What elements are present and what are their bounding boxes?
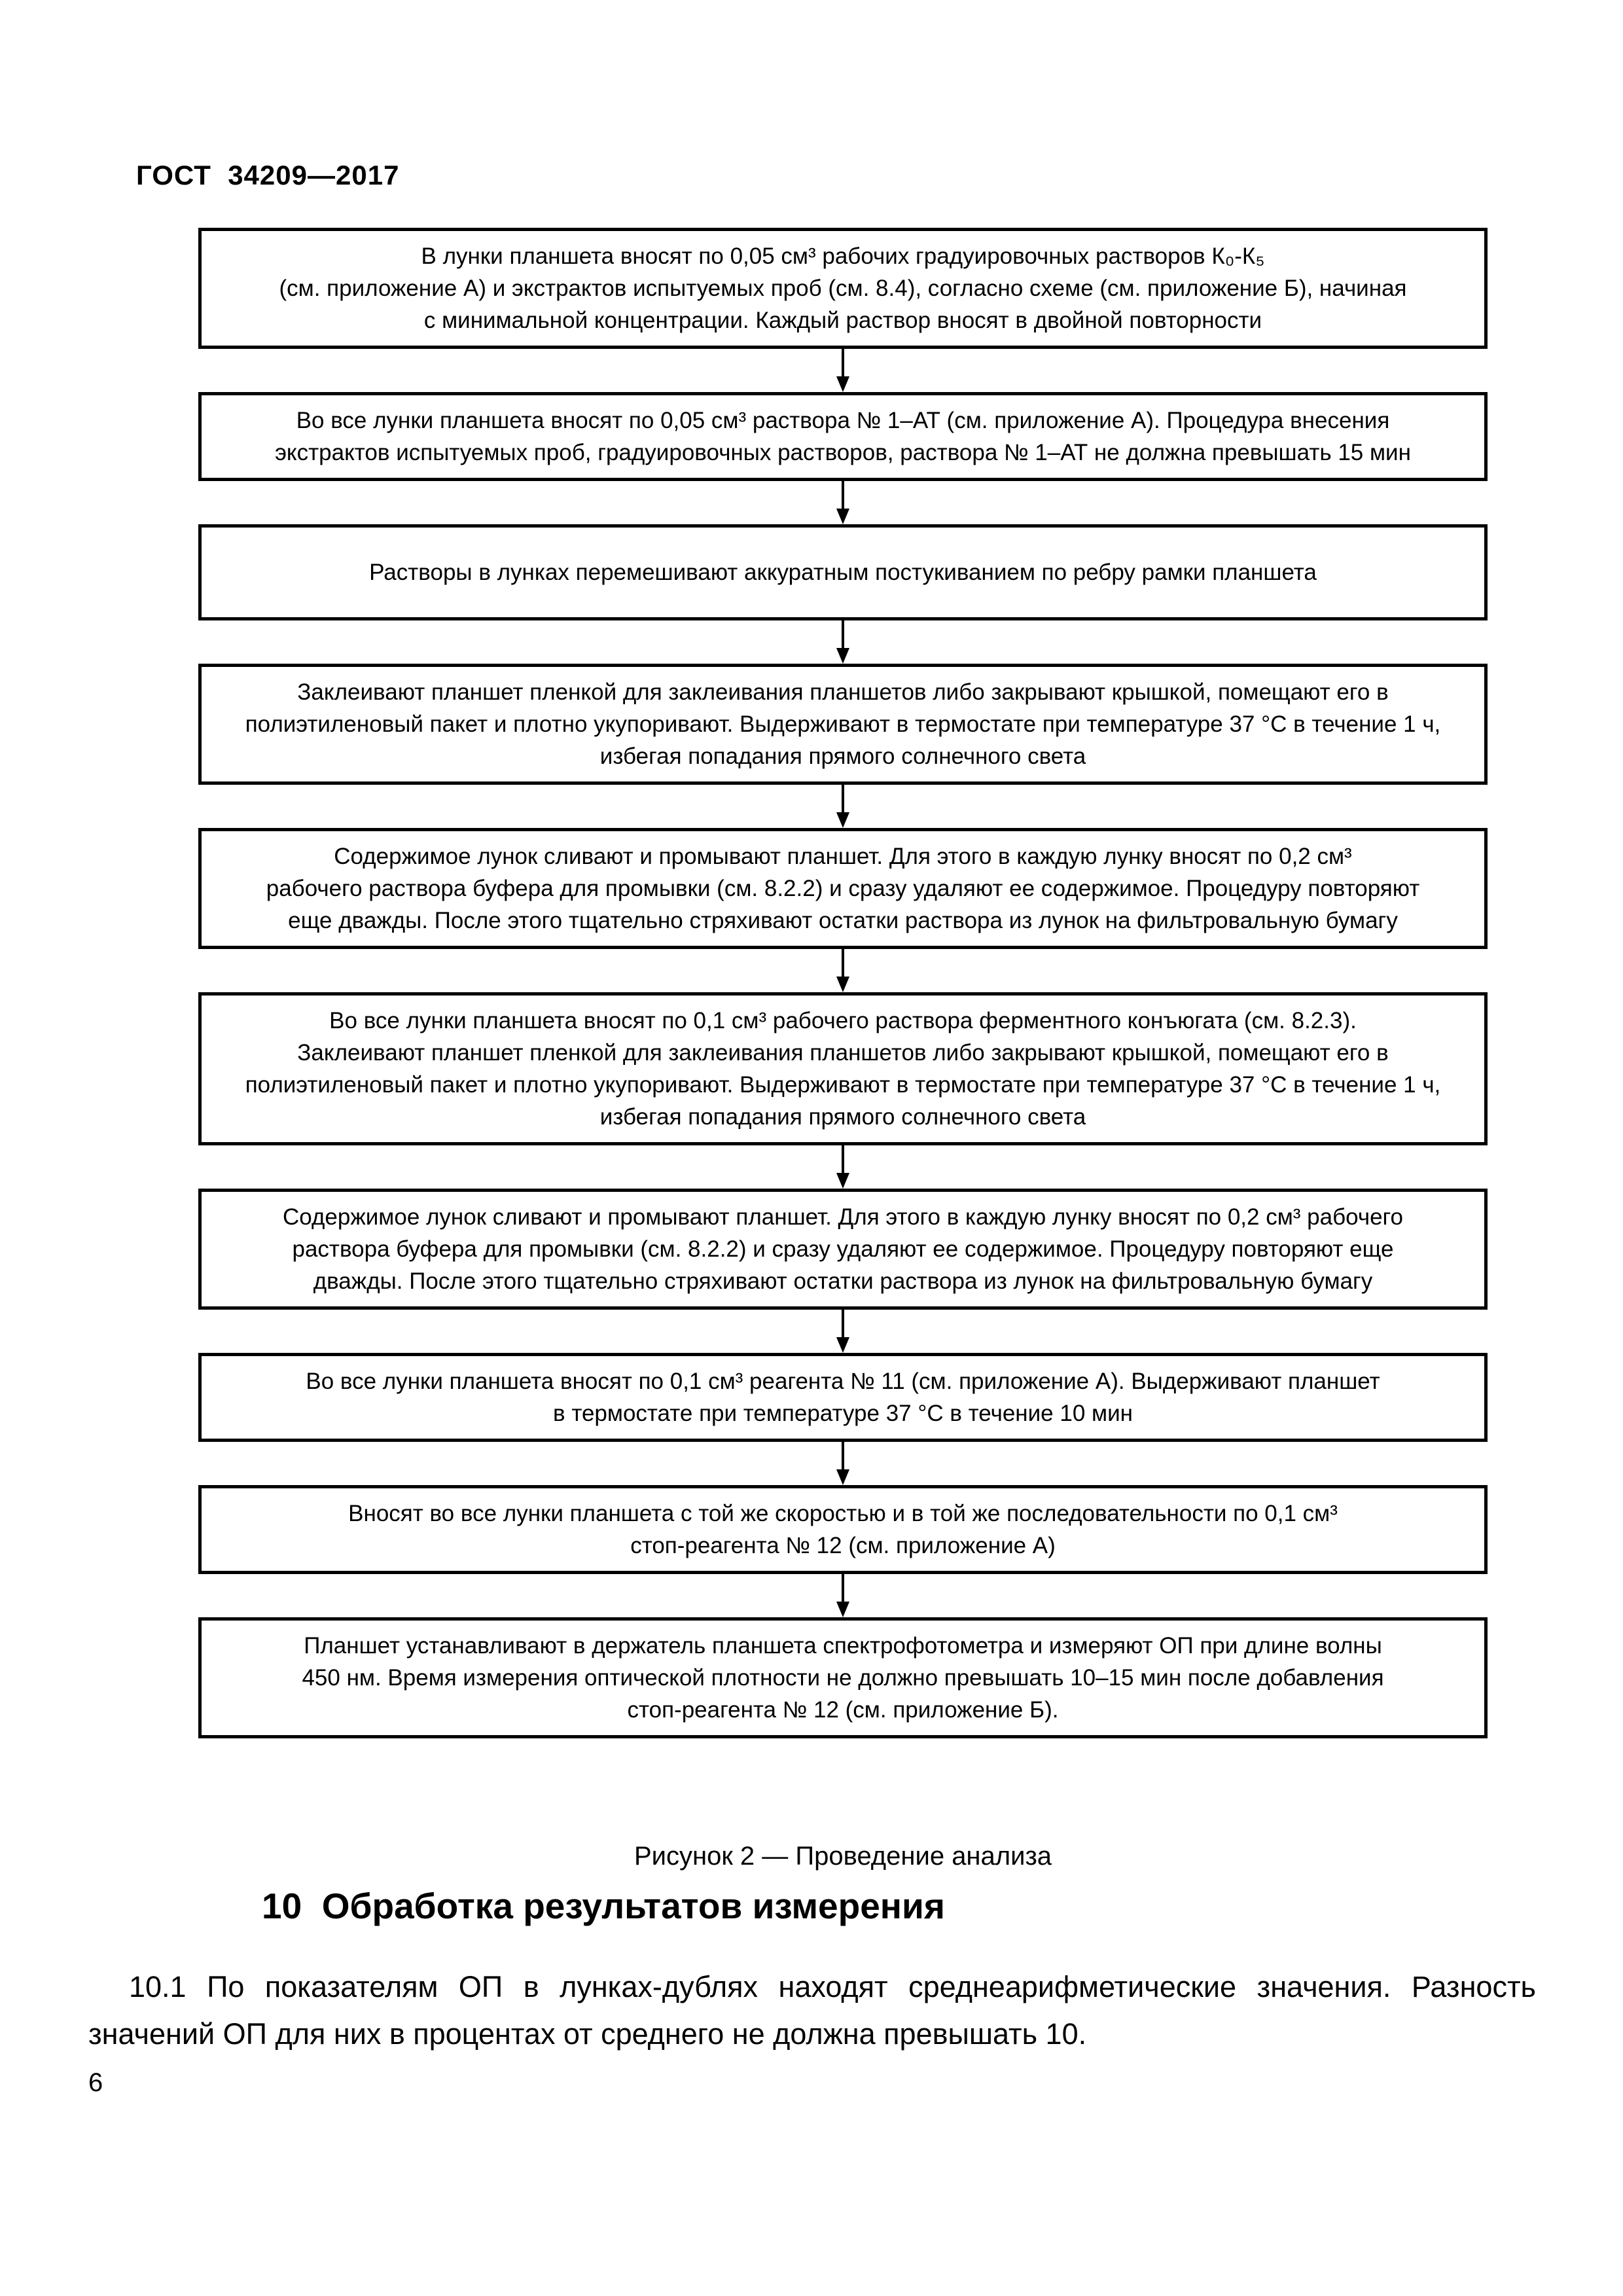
flowchart: В лунки планшета вносят по 0,05 см³ рабо…: [198, 228, 1488, 1871]
arrow-down-icon: [198, 1574, 1488, 1617]
arrow-head: [836, 1469, 849, 1485]
arrow-head: [836, 812, 849, 828]
arrow-line: [842, 620, 844, 648]
flowchart-step: Содержимое лунок сливают и промывают пла…: [198, 1189, 1488, 1310]
arrow-head: [836, 1173, 849, 1189]
arrow-line: [842, 949, 844, 977]
flowchart-step: Во все лунки планшета вносят по 0,05 см³…: [198, 392, 1488, 481]
flowchart-step: Вносят во все лунки планшета с той же ск…: [198, 1485, 1488, 1574]
flowchart-step: Содержимое лунок сливают и промывают пла…: [198, 828, 1488, 949]
flowchart-step: В лунки планшета вносят по 0,05 см³ рабо…: [198, 228, 1488, 349]
arrow-down-icon: [198, 481, 1488, 524]
section-heading: 10 Обработка результатов измерения: [262, 1886, 945, 1926]
arrow-line: [842, 1310, 844, 1337]
arrow-down-icon: [198, 785, 1488, 828]
arrow-head: [836, 509, 849, 524]
arrow-line: [842, 1442, 844, 1469]
arrow-head: [836, 1602, 849, 1617]
arrow-head: [836, 977, 849, 992]
flowchart-step: Планшет устанавливают в держатель планше…: [198, 1617, 1488, 1738]
page-header: ГОСТ 34209—2017: [136, 160, 400, 190]
arrow-down-icon: [198, 1310, 1488, 1353]
figure-caption: Рисунок 2 — Проведение анализа: [633, 1842, 1052, 1871]
arrow-line: [842, 1574, 844, 1602]
paragraph-10-1: 10.1 По показателям ОП в лунках-дублях н…: [88, 1970, 1536, 2051]
arrow-down-icon: [198, 620, 1488, 664]
arrow-line: [842, 1145, 844, 1173]
page-number: 6: [88, 2068, 103, 2097]
arrow-down-icon: [198, 349, 1488, 392]
arrow-down-icon: [198, 1145, 1488, 1189]
arrow-head: [836, 648, 849, 664]
flowchart-step: Заклеивают планшет пленкой для заклеиван…: [198, 664, 1488, 785]
arrow-line: [842, 785, 844, 812]
arrow-down-icon: [198, 949, 1488, 992]
arrow-down-icon: [198, 1442, 1488, 1485]
arrow-head: [836, 1337, 849, 1353]
arrow-line: [842, 349, 844, 376]
flowchart-step: Растворы в лунках перемешивают аккуратны…: [198, 524, 1488, 620]
flowchart-step: Во все лунки планшета вносят по 0,1 см³ …: [198, 992, 1488, 1145]
arrow-line: [842, 481, 844, 509]
arrow-head: [836, 376, 849, 392]
flowchart-step: Во все лунки планшета вносят по 0,1 см³ …: [198, 1353, 1488, 1442]
